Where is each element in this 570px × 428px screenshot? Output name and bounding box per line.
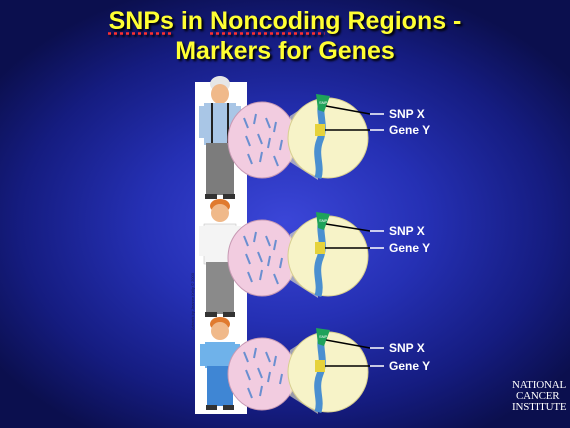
gene-label-3: Gene Y	[389, 359, 431, 373]
gene-segment-1	[315, 124, 325, 136]
snp-flag-2	[316, 212, 330, 230]
snp-flag-1	[316, 94, 330, 112]
snp-flag-tag-3: SNP	[319, 334, 328, 339]
father-arm-left	[199, 226, 205, 256]
cell-1-body	[227, 101, 297, 179]
snp-pointer-1	[325, 105, 371, 115]
cell-2	[227, 219, 297, 297]
title-snps: SNPs	[108, 7, 174, 35]
father-head	[211, 204, 229, 222]
child-shoe-left	[206, 405, 217, 410]
chromosome-1	[314, 99, 326, 180]
cell-1-chromosomes	[243, 113, 283, 167]
snp-label-2: SNP X	[389, 224, 425, 238]
snp-flag-tag-1: SNP	[319, 100, 328, 105]
father-shoe-left	[205, 312, 217, 317]
gene-label-2: Gene Y	[389, 241, 431, 255]
snp-pointer-2	[325, 223, 371, 232]
child-head	[211, 322, 229, 340]
nci-logo-line-1: NATIONAL	[512, 379, 567, 391]
snp-label-1: SNP X	[389, 107, 425, 121]
title-line-1: SNPs in Noncoding Regions -	[0, 6, 570, 36]
cell-3	[227, 337, 297, 411]
father-shoe-right	[223, 312, 235, 317]
snp-flag-3	[316, 328, 330, 346]
title-regions: Regions -	[340, 7, 462, 35]
title-noncoding: Noncoding	[210, 7, 341, 35]
chromosome-3	[314, 333, 326, 414]
cell-2-chromosomes	[243, 231, 283, 285]
zoom-circle-2	[287, 215, 369, 297]
title-in: in	[173, 7, 211, 35]
cell-1	[227, 101, 297, 179]
nci-logo: NATIONAL CANCER INSTITUTE	[512, 379, 567, 413]
child-arm-left	[200, 344, 206, 366]
child-shoe-right	[223, 405, 234, 410]
panel-grandfather	[199, 76, 384, 199]
artwork-credit: Artwork by Jeanne Kelly © 2000	[190, 273, 195, 330]
cell-2-body	[227, 219, 297, 297]
panel-father	[199, 199, 384, 317]
gene-segment-3	[315, 360, 325, 372]
grandfather-shoe-right	[223, 194, 235, 199]
nci-logo-line-2: CANCER	[516, 390, 560, 402]
snp-pointer-3	[325, 339, 371, 349]
snp-label-3: SNP X	[389, 341, 425, 355]
gene-label-1: Gene Y	[389, 123, 431, 137]
grandfather-head	[211, 84, 229, 104]
chromosome-2	[314, 217, 326, 298]
slide-title: SNPs in Noncoding Regions - Markers for …	[0, 6, 570, 66]
cell-3-body	[227, 337, 297, 411]
gene-segment-2	[315, 242, 325, 254]
zoom-circle-3	[287, 331, 369, 413]
snp-flag-tag-2: SNP	[319, 218, 328, 223]
cell-3-chromosomes	[243, 347, 283, 399]
panel-child	[200, 317, 384, 414]
nci-logo-line-3: INSTITUTE	[512, 401, 567, 413]
zoom-circle-1	[287, 97, 369, 179]
grandfather-arm-left	[199, 106, 205, 138]
title-line-2: Markers for Genes	[175, 37, 395, 65]
grandfather-shoe-left	[205, 194, 217, 199]
